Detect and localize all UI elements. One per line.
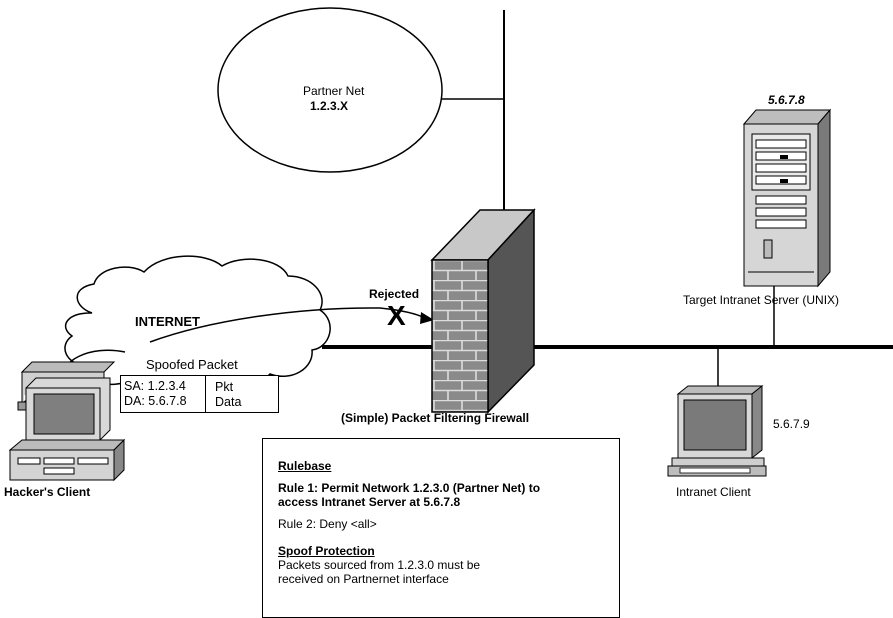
firewall-label: (Simple) Packet Filtering Firewall [341,411,530,425]
intranet-client-icon [667,384,767,477]
partner-net-address: 1.2.3.X [310,99,349,113]
packet-divider [205,376,206,412]
unix-server-icon [742,108,832,288]
intranet-client-label: Intranet Client [676,485,751,499]
rejected-label: Rejected [369,287,420,301]
intranet-client-ip: 5.6.7.9 [773,417,810,431]
partner-net-cloud [217,7,443,173]
spoofed-packet-label: Spoofed Packet [146,357,238,372]
hacker-client-label: Hacker's Client [4,485,91,499]
server-ip-label: 5.6.7.8 [768,93,805,107]
packet-arrowhead [420,312,434,324]
partner-net-name: Partner Net [303,84,365,98]
rulebase-title: Rulebase [278,459,332,473]
packet-data-label: Data [215,395,242,409]
server-label: Target Intranet Server (UNIX) [683,293,840,307]
packet-payload: Pkt Data [215,380,241,410]
packet-source-address: SA: 1.2.3.4 [124,379,186,393]
spoofed-packet-box: SA: 1.2.3.4 DA: 5.6.7.8 Pkt Data [120,375,279,413]
spoof-protection-line-2: received on Partnernet interface [278,572,449,586]
spoof-protection-line-1: Packets sourced from 1.2.3.0 must be [278,558,481,572]
firewall-icon [430,208,536,414]
rule-1-line-1: Rule 1: Permit Network 1.2.3.0 (Partner … [278,481,541,495]
internet-label: INTERNET [135,314,200,329]
rejected-x-mark: X [387,300,406,331]
packet-pkt-label: Pkt [215,380,234,394]
hacker-monitor-icon [24,377,111,441]
packet-destination-address: DA: 5.6.7.8 [124,394,187,408]
spoof-protection-title: Spoof Protection [278,544,375,558]
packet-addresses: SA: 1.2.3.4 DA: 5.6.7.8 [124,379,187,409]
rulebase-panel: Rulebase Rule 1: Permit Network 1.2.3.0 … [262,438,620,618]
spoofed-packet-path [149,307,426,343]
rule-2: Rule 2: Deny <all> [278,517,377,531]
rule-1-line-2: access Intranet Server at 5.6.7.8 [278,495,461,509]
